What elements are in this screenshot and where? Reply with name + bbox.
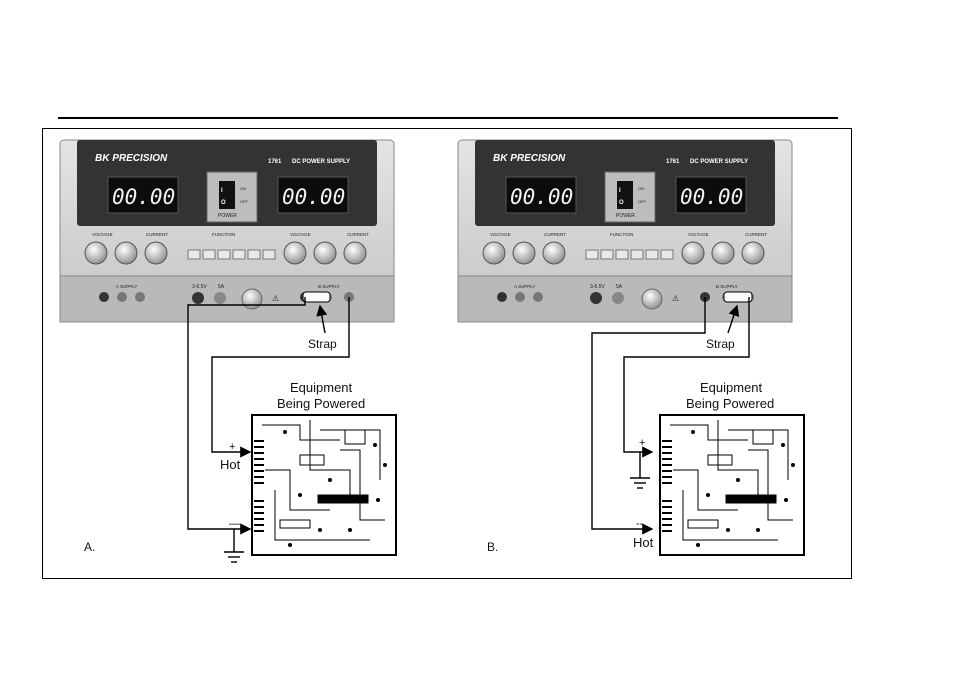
- b-supply-label: B SUPPLY: [318, 284, 340, 289]
- psu-model: 1761: [268, 159, 282, 165]
- a-supply-label: A SUPPLY: [514, 284, 535, 289]
- current-label-a: CURRENT: [146, 232, 168, 237]
- on-label: ON: [638, 186, 644, 191]
- display-right-value: 00.00: [282, 185, 345, 209]
- fixed-current-label: 5A: [218, 284, 225, 290]
- function-buttons[interactable]: [585, 249, 674, 260]
- psu-brand: BK PRECISION: [493, 153, 566, 164]
- display-right: [675, 176, 747, 214]
- equipment-title-b-1: Equipment: [700, 380, 763, 395]
- panel-a: BK PRECISION 1761 DC POWER SUPPLY 00.00 …: [59, 139, 397, 563]
- terminal-a-gnd[interactable]: [117, 292, 127, 302]
- voltage-label-a: VOLTAGE: [92, 232, 113, 237]
- equipment-title-b-2: Being Powered: [686, 396, 774, 411]
- current-label-a: CURRENT: [544, 232, 566, 237]
- wiring-b: [591, 297, 750, 535]
- voltage-label-b: VOLTAGE: [290, 232, 311, 237]
- svg-text:O: O: [221, 200, 226, 206]
- current-label-b: CURRENT: [347, 232, 369, 237]
- equipment-title-a-1: Equipment: [290, 380, 353, 395]
- display-right-value: 00.00: [680, 185, 743, 209]
- svg-text:I: I: [619, 188, 621, 194]
- strap-label-b: Strap: [706, 337, 735, 351]
- minus-label-b: --: [636, 518, 644, 530]
- display-left-value: 00.00: [112, 185, 175, 209]
- voltage-knob-b[interactable]: [283, 241, 307, 265]
- display-left: [505, 176, 577, 214]
- fixed-knob[interactable]: [241, 288, 263, 310]
- psu-name: DC POWER SUPPLY: [690, 159, 748, 165]
- psu-model: 1761: [666, 159, 680, 165]
- terminal-fixed-pos[interactable]: [612, 292, 624, 304]
- terminal-a-neg[interactable]: [497, 292, 507, 302]
- circuit-board-b: [659, 414, 805, 556]
- minus-label-a: —: [229, 518, 240, 530]
- a-supply-label: A SUPPLY: [116, 284, 137, 289]
- power-label: POWER: [218, 213, 237, 219]
- voltage-fine-knob-a[interactable]: [512, 241, 536, 265]
- plus-label-b: +: [639, 437, 645, 449]
- warning-icon: ⚠: [272, 294, 279, 303]
- current-knob-b[interactable]: [343, 241, 367, 265]
- power-supply-b: BK PRECISION 1761 DC POWER SUPPLY 00.00 …: [457, 139, 793, 323]
- off-label: OFF: [638, 199, 647, 204]
- terminal-a-pos[interactable]: [533, 292, 543, 302]
- voltage-fine-knob-b[interactable]: [313, 241, 337, 265]
- wiring-a: [187, 297, 350, 563]
- strap-label-a: Strap: [308, 337, 337, 351]
- terminal-a-pos[interactable]: [135, 292, 145, 302]
- current-knob-b[interactable]: [741, 241, 765, 265]
- terminal-a-gnd[interactable]: [515, 292, 525, 302]
- voltage-fine-knob-b[interactable]: [711, 241, 735, 265]
- psu-brand: BK PRECISION: [95, 153, 168, 164]
- function-buttons[interactable]: [187, 249, 276, 260]
- off-label: OFF: [240, 199, 249, 204]
- current-label-b: CURRENT: [745, 232, 767, 237]
- power-supply-a: BK PRECISION 1761 DC POWER SUPPLY 00.00 …: [59, 139, 395, 323]
- voltage-label-a: VOLTAGE: [490, 232, 511, 237]
- strap-a: [302, 291, 331, 303]
- svg-text:I: I: [221, 188, 223, 194]
- display-left: [107, 176, 179, 214]
- current-knob-a[interactable]: [144, 241, 168, 265]
- display-right: [277, 176, 349, 214]
- on-label: ON: [240, 186, 246, 191]
- plus-label-a: +: [229, 441, 235, 453]
- terminal-fixed-neg[interactable]: [192, 292, 204, 304]
- panel-label-b: B.: [487, 540, 498, 554]
- power-label: POWER: [616, 213, 635, 219]
- power-switch[interactable]: [219, 181, 235, 209]
- function-label: FUNCTION: [212, 232, 235, 237]
- panel-b: BK PRECISION 1761 DC POWER SUPPLY 00.00 …: [457, 139, 805, 556]
- header-rule: [58, 117, 838, 119]
- power-switch[interactable]: [617, 181, 633, 209]
- equipment-title-a-2: Being Powered: [277, 396, 365, 411]
- voltage-knob-a[interactable]: [482, 241, 506, 265]
- voltage-label-b: VOLTAGE: [688, 232, 709, 237]
- fixed-knob[interactable]: [641, 288, 663, 310]
- voltage-knob-a[interactable]: [84, 241, 108, 265]
- fixed-current-label: 5A: [616, 284, 623, 290]
- hot-label-a: Hot: [220, 457, 241, 472]
- hot-label-b: Hot: [633, 535, 654, 550]
- figure-frame: [42, 128, 852, 579]
- fixed-voltage-label: 3-6.5V: [590, 284, 605, 290]
- voltage-fine-knob-a[interactable]: [114, 241, 138, 265]
- function-label: FUNCTION: [610, 232, 633, 237]
- display-left-value: 00.00: [510, 185, 573, 209]
- terminal-fixed-neg[interactable]: [590, 292, 602, 304]
- voltage-knob-b[interactable]: [681, 241, 705, 265]
- psu-name: DC POWER SUPPLY: [292, 159, 350, 165]
- terminal-a-neg[interactable]: [99, 292, 109, 302]
- strap-b: [723, 291, 753, 303]
- warning-icon: ⚠: [672, 294, 679, 303]
- current-knob-a[interactable]: [542, 241, 566, 265]
- b-supply-label: B SUPPLY: [716, 284, 738, 289]
- circuit-board-a: [251, 414, 397, 556]
- fixed-voltage-label: 3-6.5V: [192, 284, 207, 290]
- panel-label-a: A.: [84, 540, 95, 554]
- svg-text:O: O: [619, 200, 624, 206]
- terminal-fixed-pos[interactable]: [214, 292, 226, 304]
